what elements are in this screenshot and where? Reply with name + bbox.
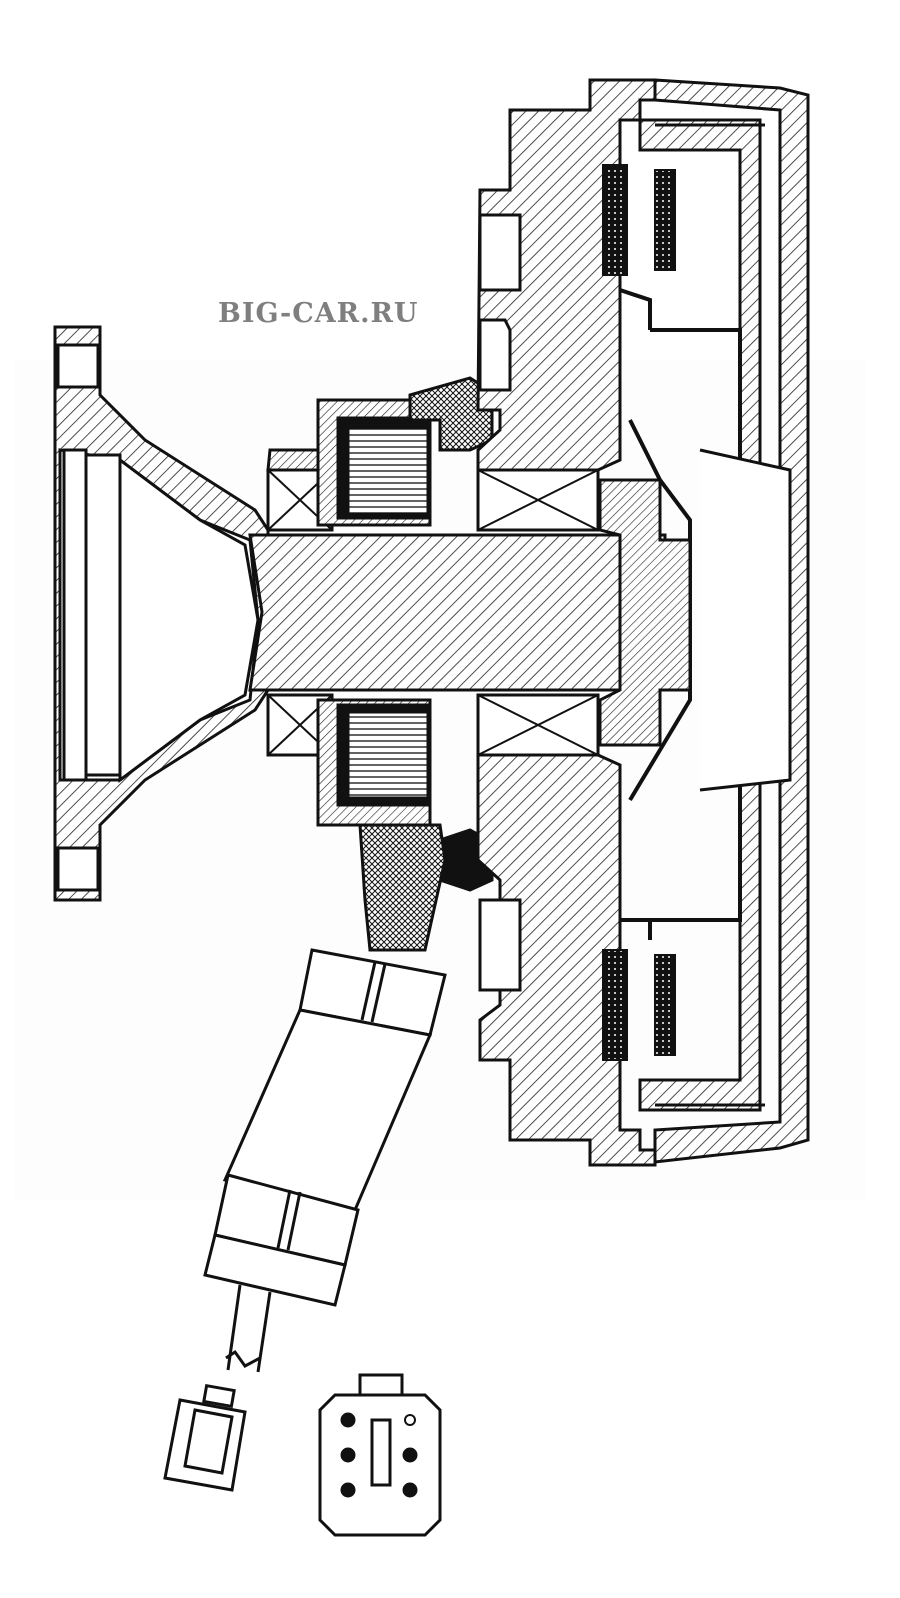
pin-icon bbox=[340, 1482, 356, 1498]
right-bearing-bottom bbox=[476, 693, 600, 757]
cable-sheath bbox=[203, 823, 447, 1307]
friction-discs bbox=[602, 164, 676, 1061]
connector-face bbox=[318, 1373, 442, 1537]
electromagnetic-coil bbox=[316, 398, 432, 827]
center-hub bbox=[598, 448, 792, 792]
pin-icon bbox=[340, 1447, 356, 1463]
pin-icon bbox=[402, 1447, 418, 1463]
cable-plug bbox=[163, 1383, 247, 1492]
pulley-body-bottom bbox=[476, 753, 657, 1167]
pin-icon bbox=[340, 1412, 356, 1428]
pin-icon bbox=[402, 1482, 418, 1498]
outer-fan-housing bbox=[638, 78, 810, 1164]
cable-wire bbox=[225, 1284, 272, 1373]
site-watermark-label: BIG-CAR.RU bbox=[218, 298, 419, 329]
mounting-flange bbox=[53, 325, 270, 902]
pin-empty-icon bbox=[404, 1414, 416, 1426]
drive-shaft bbox=[248, 533, 667, 692]
right-bearing-top bbox=[476, 468, 600, 532]
